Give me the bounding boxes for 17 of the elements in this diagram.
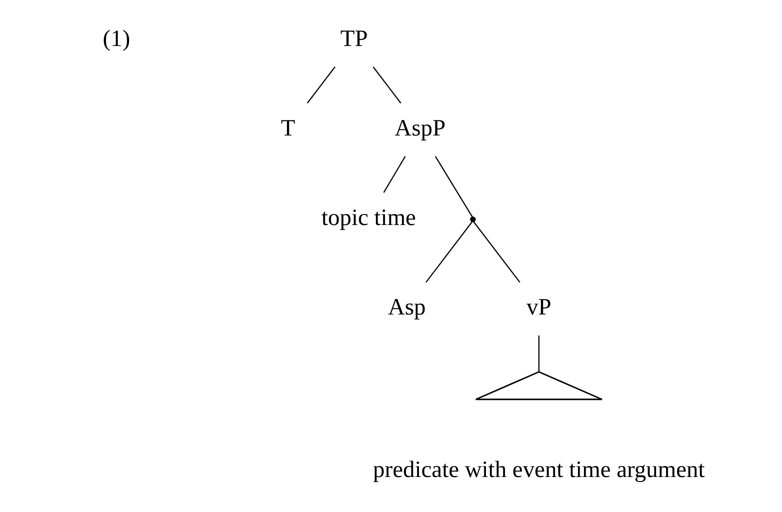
connector xyxy=(306,66,335,104)
node-triangle xyxy=(474,371,602,400)
label: (1) xyxy=(102,26,130,52)
node-point xyxy=(470,216,476,222)
node-text: TP xyxy=(340,26,368,52)
node-text: AspP xyxy=(394,115,446,142)
connector xyxy=(538,336,539,372)
connector xyxy=(434,156,472,218)
node-text: topic time xyxy=(321,204,416,231)
node-text: vP xyxy=(526,294,551,320)
connector xyxy=(472,221,520,283)
connector xyxy=(372,66,401,104)
connector xyxy=(382,156,406,193)
connector xyxy=(425,221,472,283)
node-text: Asp xyxy=(388,294,426,320)
node-label: predicate with event time argument xyxy=(372,457,704,484)
node-text: T xyxy=(280,115,295,142)
